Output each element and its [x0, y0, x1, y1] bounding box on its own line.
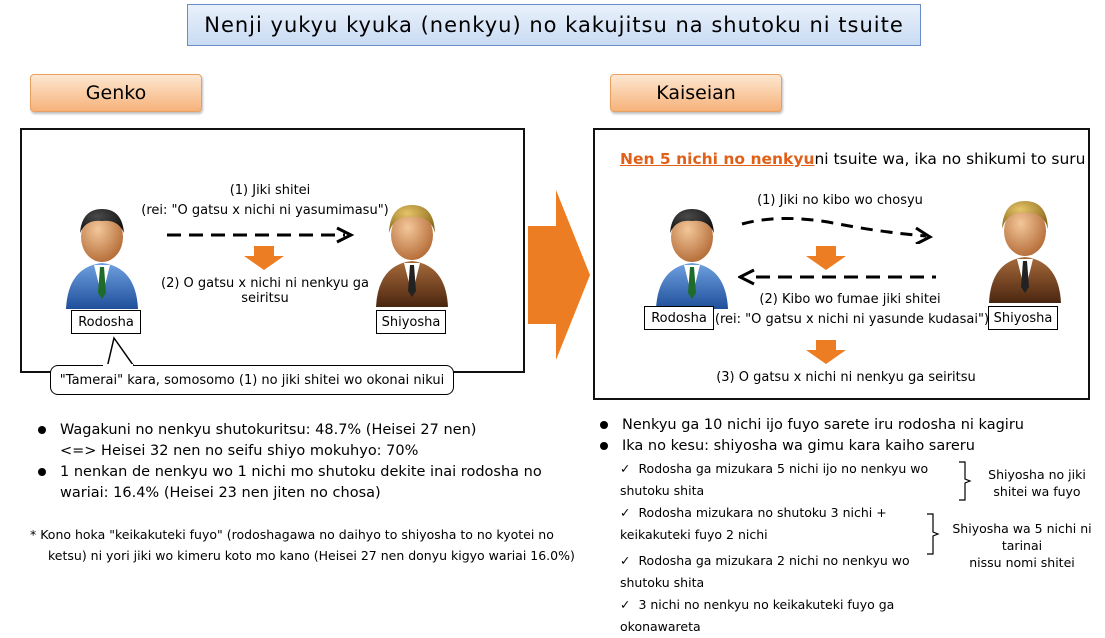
bullet-icon — [600, 421, 608, 429]
group2-note: Shiyosha wa 5 nichi ni tarinai nissu nom… — [952, 521, 1092, 570]
right-checklist: ✓ Rodosha ga mizukara 5 nichi ijo no nen… — [620, 458, 960, 638]
left-note-1: Wagakuni no nenkyu shutokuritsu: 48.7% (… — [38, 420, 578, 441]
page-title: Nenji yukyu kyuka (nenkyu) no kakujitsu … — [187, 4, 921, 46]
employer-figure-right — [985, 194, 1065, 306]
left-footnote: * Kono hoka "keikakuteki fuyo" (rodoshag… — [30, 527, 575, 563]
left-step1-example: (rei: "O gatsu x nichi ni yasumimasu") — [141, 203, 389, 218]
check-item-3: ✓ Rodosha ga mizukara 2 nichi no nenkyu … — [620, 553, 910, 590]
dashed-arrow-left — [738, 268, 936, 286]
dashed-arrow-right-left — [167, 226, 355, 244]
proposal-headline: Nen 5 nichi no nenkyuni tsuite wa, ika n… — [620, 150, 1086, 168]
speech-bubble: "Tamerai" kara, somosomo (1) no jiki shi… — [50, 365, 454, 395]
left-note-2: 1 nenkan de nenkyu wo 1 nichi mo shutoku… — [38, 462, 578, 483]
group1-note: Shiyosha no jiki shitei wa fuyo — [988, 467, 1086, 499]
bullet-icon — [38, 426, 46, 434]
right-step2-example: (rei: "O gatsu x nichi ni yasunde kudasa… — [714, 312, 990, 327]
down-arrow-right-1 — [806, 246, 846, 270]
check-icon: ✓ — [620, 505, 631, 520]
right-step3: (3) O gatsu x nichi ni nenkyu ga seirits… — [716, 370, 976, 385]
down-arrow-left — [244, 246, 284, 270]
bracket-2 — [927, 513, 940, 555]
bullet-icon — [600, 442, 608, 450]
left-note-2-cont: wariai: 16.4% (Heisei 23 nen jiten no ch… — [60, 485, 381, 501]
check-icon: ✓ — [620, 553, 631, 568]
left-step2: (2) O gatsu x nichi ni nenkyu ga seirits… — [161, 276, 369, 306]
check-item-4: ✓ 3 nichi no nenkyu no keikakuteki fuyo … — [620, 597, 895, 634]
right-note-1: Nenkyu ga 10 nichi ijo fuyo sarete iru r… — [600, 415, 1090, 436]
left-note-1-sub: <=> Heisei 32 nen no seifu shiyo mokuhyo… — [60, 443, 419, 459]
right-step2: (2) Kibo wo fumae jiki shitei — [759, 292, 941, 307]
speech-bubble-joint — [103, 364, 133, 368]
employer-label-right: Shiyosha — [988, 306, 1058, 330]
employer-label-left: Shiyosha — [376, 310, 446, 334]
tab-proposal: Kaiseian — [610, 74, 782, 112]
right-note-2: Ika no kesu: shiyosha wa gimu kara kaiho… — [600, 436, 1090, 457]
check-item-2: ✓ Rodosha mizukara no shutoku 3 nichi + … — [620, 505, 887, 542]
left-notes: Wagakuni no nenkyu shutokuritsu: 48.7% (… — [38, 420, 578, 504]
worker-label-left: Rodosha — [71, 310, 141, 334]
tab-current: Genko — [30, 74, 202, 112]
check-icon: ✓ — [620, 597, 631, 612]
worker-label-right: Rodosha — [644, 306, 714, 330]
bullet-icon — [38, 468, 46, 476]
right-notes: Nenkyu ga 10 nichi ijo fuyo sarete iru r… — [600, 415, 1090, 457]
left-step1: (1) Jiki shitei — [229, 183, 311, 198]
down-arrow-right-2 — [806, 340, 846, 364]
right-step1: (1) Jiki no kibo wo chosyu — [757, 193, 923, 208]
bracket-1 — [959, 461, 972, 501]
check-icon: ✓ — [620, 461, 631, 476]
worker-figure-left — [62, 200, 142, 312]
big-arrow — [528, 190, 590, 360]
dashed-curve-arrow — [741, 216, 934, 244]
headline-highlight: Nen 5 nichi no nenkyu — [620, 150, 815, 168]
check-item-1: ✓ Rodosha ga mizukara 5 nichi ijo no nen… — [620, 461, 929, 498]
headline-rest: ni tsuite wa, ika no shikumi to suru — [814, 150, 1086, 168]
